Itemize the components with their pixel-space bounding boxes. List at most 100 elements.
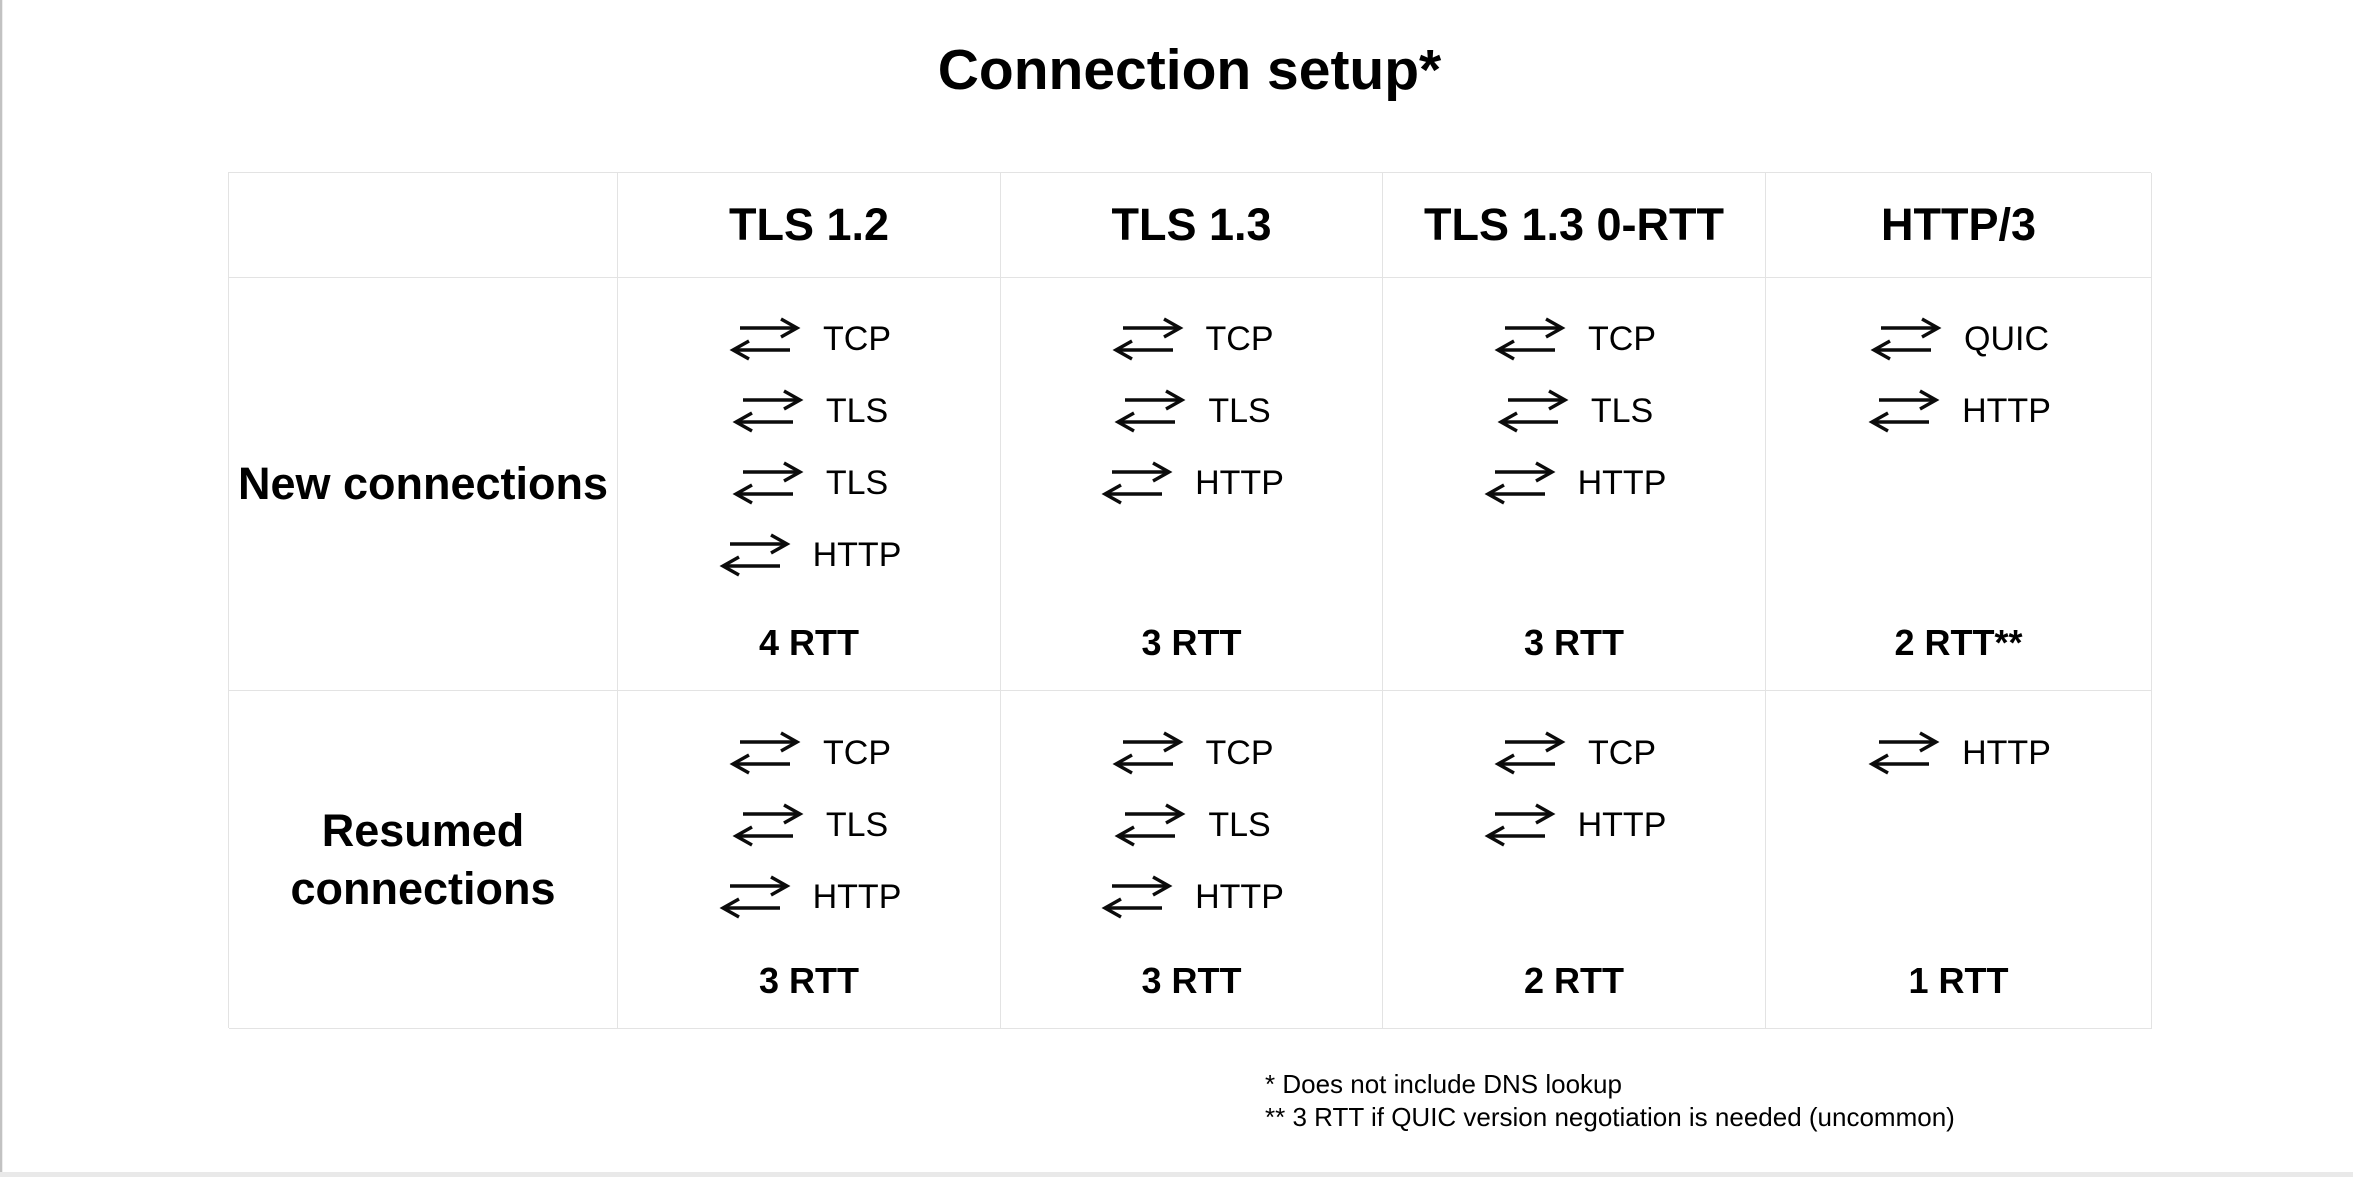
round-trip-arrows-icon: [1868, 316, 1944, 362]
cell-new-http3: QUIC HTTP 2 RTT**: [1766, 278, 2152, 691]
protocol-exchange: TCP: [1001, 717, 1382, 789]
canvas-left-edge: [0, 0, 2, 1177]
round-trip-arrows-icon: [1495, 388, 1571, 434]
exchange-list: TCP TLS HTTP: [618, 691, 1000, 933]
protocol-label: HTTP: [1195, 877, 1284, 916]
protocol-label: HTTP: [812, 535, 902, 574]
protocol-exchange: TCP: [618, 303, 1000, 375]
protocol-exchange: TLS: [1383, 375, 1765, 447]
exchange-list: TCP HTTP: [1383, 691, 1765, 861]
protocol-exchange: TLS: [1001, 375, 1382, 447]
protocol-label: TLS: [825, 391, 889, 430]
protocol-exchange: HTTP: [1001, 861, 1382, 933]
rtt-total: 2 RTT: [1523, 960, 1624, 1001]
row-label-resumed-connections: Resumed connections: [229, 691, 618, 1029]
rtt-total: 3 RTT: [758, 960, 859, 1001]
column-header-tls13: TLS 1.3: [1001, 173, 1383, 278]
round-trip-arrows-icon: [727, 730, 803, 776]
protocol-label: QUIC: [1964, 319, 2049, 358]
exchange-list: TCP TLS HTTP: [1001, 278, 1382, 519]
footnote-quic-negotiation: ** 3 RTT if QUIC version negotiation is …: [1265, 1102, 1955, 1132]
cell-resumed-tls13-0rtt: TCP HTTP 2 RTT: [1383, 691, 1766, 1029]
protocol-label: TCP: [823, 733, 891, 772]
rtt-total: 3 RTT: [1141, 960, 1242, 1001]
protocol-label: HTTP: [1962, 733, 2051, 772]
rtt-total: 4 RTT: [758, 622, 859, 663]
rtt-total: 2 RTT**: [1894, 622, 2023, 663]
round-trip-arrows-icon: [717, 874, 793, 920]
protocol-label: HTTP: [1195, 463, 1284, 502]
protocol-label: TLS: [825, 463, 889, 502]
protocol-label: HTTP: [1577, 805, 1667, 844]
header-cell-empty: [229, 173, 618, 278]
protocol-exchange: TLS: [618, 447, 1000, 519]
round-trip-arrows-icon: [1099, 460, 1175, 506]
rtt-total: 3 RTT: [1141, 622, 1242, 663]
round-trip-arrows-icon: [730, 802, 806, 848]
cell-new-tls13-0rtt: TCP TLS HTTP 3 RTT: [1383, 278, 1766, 691]
canvas-bottom-edge: [0, 1172, 2353, 1177]
connection-setup-table: TLS 1.2 TLS 1.3 TLS 1.3 0-RTT HTTP/3 New…: [228, 172, 2152, 1029]
round-trip-arrows-icon: [1866, 388, 1942, 434]
page-title: Connection setup*: [937, 38, 1442, 102]
protocol-exchange: HTTP: [618, 519, 1000, 591]
round-trip-arrows-icon: [730, 388, 806, 434]
cell-resumed-http3: HTTP 1 RTT: [1766, 691, 2152, 1029]
protocol-label: TLS: [825, 805, 889, 844]
exchange-list: TCP TLS HTTP: [1383, 278, 1765, 519]
exchange-list: QUIC HTTP: [1766, 278, 2151, 447]
canvas-left-edge-highlight: [2, 0, 3, 1177]
round-trip-arrows-icon: [730, 460, 806, 506]
protocol-label: TCP: [823, 319, 891, 358]
round-trip-arrows-icon: [1866, 730, 1942, 776]
protocol-label: TCP: [1588, 733, 1656, 772]
round-trip-arrows-icon: [727, 316, 803, 362]
exchange-list: TCP TLS TLS HTTP: [618, 278, 1000, 591]
exchange-list: TCP TLS HTTP: [1001, 691, 1382, 933]
cell-new-tls12: TCP TLS TLS HTTP 4 RTT: [618, 278, 1001, 691]
protocol-exchange: TCP: [1383, 717, 1765, 789]
column-header-tls13-0rtt: TLS 1.3 0-RTT: [1383, 173, 1766, 278]
round-trip-arrows-icon: [1099, 874, 1175, 920]
row-label-new-connections: New connections: [229, 278, 618, 691]
round-trip-arrows-icon: [1492, 730, 1568, 776]
protocol-exchange: HTTP: [618, 861, 1000, 933]
cell-resumed-tls12: TCP TLS HTTP 3 RTT: [618, 691, 1001, 1029]
rtt-total: 1 RTT: [1908, 960, 2009, 1001]
protocol-exchange: HTTP: [1383, 447, 1765, 519]
round-trip-arrows-icon: [1482, 460, 1558, 506]
protocol-exchange: QUIC: [1766, 303, 2151, 375]
round-trip-arrows-icon: [1492, 316, 1568, 362]
column-header-http3: HTTP/3: [1766, 173, 2152, 278]
protocol-exchange: TCP: [1383, 303, 1765, 375]
protocol-label: TLS: [1590, 391, 1654, 430]
protocol-exchange: TCP: [1001, 303, 1382, 375]
protocol-label: HTTP: [812, 877, 902, 916]
protocol-label: TLS: [1208, 805, 1271, 844]
rtt-total: 3 RTT: [1523, 622, 1624, 663]
protocol-exchange: HTTP: [1383, 789, 1765, 861]
cell-resumed-tls13: TCP TLS HTTP 3 RTT: [1001, 691, 1383, 1029]
protocol-exchange: HTTP: [1001, 447, 1382, 519]
protocol-label: TCP: [1588, 319, 1656, 358]
column-header-tls12: TLS 1.2: [618, 173, 1001, 278]
protocol-exchange: TLS: [1001, 789, 1382, 861]
round-trip-arrows-icon: [1110, 316, 1186, 362]
round-trip-arrows-icon: [717, 532, 793, 578]
protocol-label: HTTP: [1577, 463, 1667, 502]
protocol-exchange: HTTP: [1766, 717, 2151, 789]
protocol-exchange: TLS: [618, 789, 1000, 861]
footnote-dns: * Does not include DNS lookup: [1265, 1069, 1622, 1099]
protocol-exchange: TCP: [618, 717, 1000, 789]
protocol-label: TCP: [1205, 319, 1274, 358]
protocol-exchange: HTTP: [1766, 375, 2151, 447]
round-trip-arrows-icon: [1482, 802, 1558, 848]
round-trip-arrows-icon: [1112, 388, 1188, 434]
protocol-label: HTTP: [1962, 391, 2051, 430]
cell-new-tls13: TCP TLS HTTP 3 RTT: [1001, 278, 1383, 691]
protocol-label: TLS: [1208, 391, 1271, 430]
round-trip-arrows-icon: [1110, 730, 1186, 776]
protocol-label: TCP: [1205, 733, 1274, 772]
exchange-list: HTTP: [1766, 691, 2151, 789]
round-trip-arrows-icon: [1112, 802, 1188, 848]
